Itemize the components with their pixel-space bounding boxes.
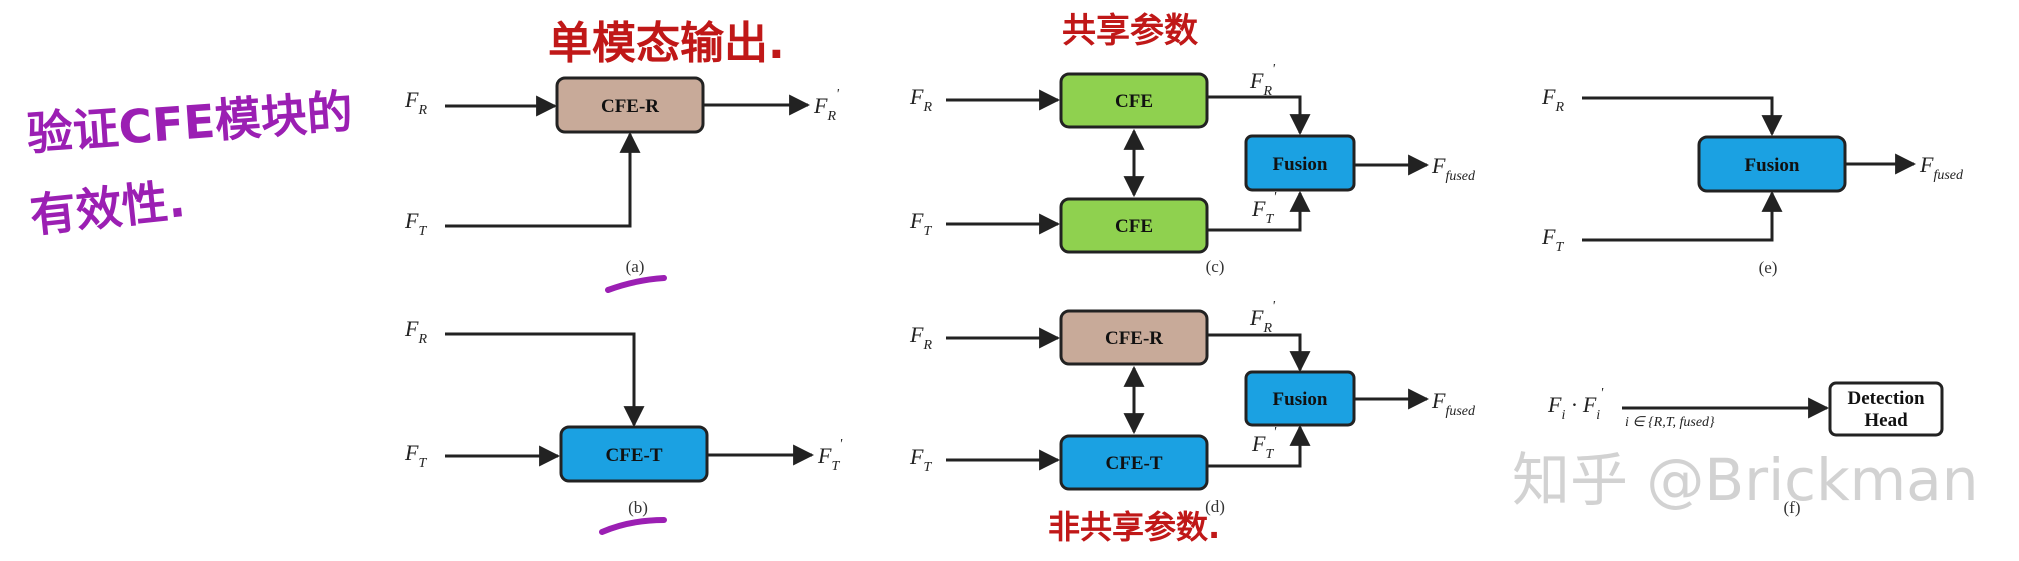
panel-d-input-r: FR: [909, 322, 932, 353]
panel-d-cfe-t-label: CFE-T: [1106, 453, 1163, 474]
panel-d-output: Ffused: [1431, 388, 1476, 419]
annotation-left-line1: 验证CFE模块的: [25, 84, 355, 161]
panel-b-arrow-in-r: [445, 332, 645, 428]
panel-f-detection-head-box: [1828, 381, 1944, 437]
annotation-left-line2: 有效性.: [28, 173, 188, 243]
panel-c-mid-t: FT': [1251, 190, 1277, 227]
panel-f: Fi·Fi' i ∈ {R,T, fused} Detection Head (…: [1547, 381, 1944, 517]
panel-c-input-t: FT: [909, 208, 932, 239]
panel-e-input-t: FT: [1541, 224, 1564, 255]
panel-d-cfe-r-box: [1059, 309, 1209, 366]
underline-b: [599, 517, 667, 535]
panel-f-input: Fi·Fi': [1547, 386, 1604, 423]
panel-b: FR FT CFE-T FT' (b): [404, 316, 843, 517]
panel-f-condition: i ∈ {R,T, fused}: [1625, 415, 1715, 430]
panel-a-caption: (a): [626, 257, 645, 276]
panel-e-arrow-in-r: [1582, 96, 1783, 137]
panel-b-cfe-t-label: CFE-T: [606, 445, 663, 466]
underline-a: [605, 275, 667, 293]
panel-c: FR FT CFE CFE FR' FT' Fusion Ffused (c): [909, 62, 1476, 276]
panel-e-output: Ffused: [1919, 152, 1964, 183]
panel-b-caption: (b): [628, 498, 648, 517]
panel-e-input-r: FR: [1541, 84, 1564, 115]
panel-f-caption: (f): [1784, 498, 1801, 517]
panel-d-fusion-label: Fusion: [1273, 389, 1328, 410]
panel-c-cfe-top-label: CFE: [1115, 91, 1153, 112]
panel-e-caption: (e): [1759, 258, 1778, 277]
panel-a-cfe-r-label: CFE-R: [601, 96, 659, 117]
panel-c-cfe-top-box: [1059, 72, 1209, 129]
panel-d-arrow-mid-r: [1207, 333, 1311, 373]
panel-c-input-r: FR: [909, 84, 932, 115]
panel-c-mid-r: FR': [1249, 62, 1276, 99]
panel-c-arrow-mid-t: [1207, 190, 1311, 232]
panel-e-arrow-in-t: [1582, 190, 1783, 242]
panel-e-fusion-label: Fusion: [1745, 155, 1800, 176]
panel-a: FR FT CFE-R FR' (a): [404, 76, 840, 276]
panel-c-arrow-mid-r: [1207, 95, 1311, 136]
panel-c-cfe-bottom-label: CFE: [1115, 216, 1153, 237]
panel-c-output: Ffused: [1431, 153, 1476, 184]
panel-c-fusion-label: Fusion: [1273, 154, 1328, 175]
panel-c-fusion-box: [1244, 134, 1356, 192]
panel-f-head-line2: Head: [1864, 410, 1908, 431]
annotation-bottom-d: 非共享参数.: [1048, 508, 1220, 546]
annotation-top-c: 共享参数: [1062, 11, 1198, 51]
panel-d-caption: (d): [1205, 497, 1225, 516]
panel-c-cfe-bottom-box: [1059, 197, 1209, 254]
panel-a-input-t: FT: [404, 208, 427, 239]
panel-d-cfe-t-box: [1059, 434, 1209, 491]
panel-b-input-r: FR: [404, 316, 427, 347]
panel-d-cfe-r-label: CFE-R: [1105, 328, 1163, 349]
watermark: 知乎 @Brickman: [1512, 446, 1978, 514]
panel-d-arrow-mid-t: [1207, 424, 1311, 468]
panel-d: FR FT CFE-R CFE-T FR' FT' Fusion Ffused …: [909, 299, 1476, 516]
annotation-left: 验证CFE模块的 有效性.: [25, 84, 355, 243]
annotation-top-a: 单模态输出.: [548, 18, 785, 69]
panel-d-mid-r: FR': [1249, 299, 1276, 336]
panel-d-mid-t: FT': [1251, 425, 1277, 462]
panel-a-input-r: FR: [404, 87, 427, 118]
panel-e: FR FT Fusion Ffused (e): [1541, 84, 1964, 277]
panel-f-head-line1: Detection: [1847, 388, 1924, 409]
panel-d-input-t: FT: [909, 444, 932, 475]
panel-b-input-t: FT: [404, 440, 427, 471]
panel-b-output: FT': [817, 437, 843, 474]
panel-a-output: FR': [813, 87, 840, 124]
panel-c-caption: (c): [1206, 257, 1225, 276]
panel-a-arrow-in-t: [445, 131, 641, 228]
